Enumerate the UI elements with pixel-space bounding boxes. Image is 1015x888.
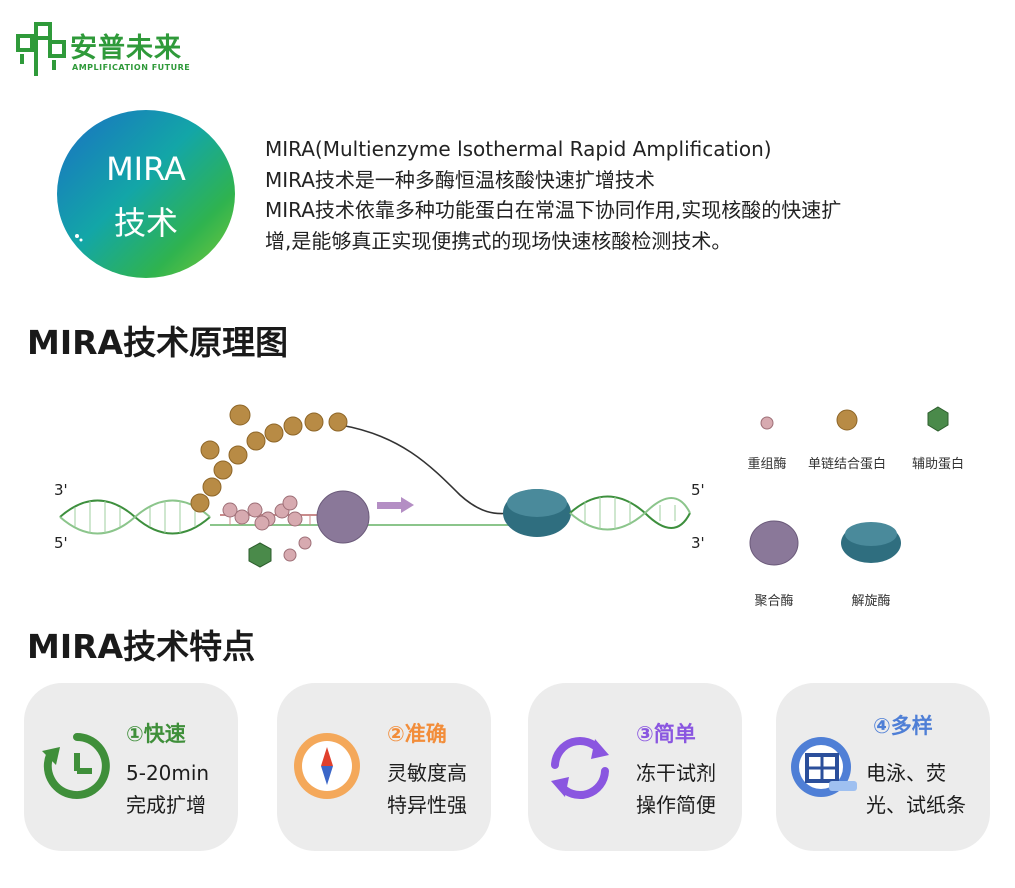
intro-line: MIRA技术依靠多种功能蛋白在常温下协同作用,实现核酸的快速扩 bbox=[265, 198, 842, 222]
feature-title-simple: ③简单 bbox=[636, 722, 696, 746]
logo-icon bbox=[16, 22, 66, 76]
feature-text-simple: 冻干试剂 操作简便 bbox=[636, 757, 716, 821]
mira-principle-diagram: 3' 5' 5' 3' bbox=[54, 404, 949, 568]
window-globe-icon bbox=[791, 737, 857, 797]
sparkle-icon bbox=[75, 234, 83, 242]
clock-icon bbox=[42, 733, 110, 799]
badge-line2: 技术 bbox=[113, 204, 178, 242]
intro-line: MIRA技术是一种多酶恒温核酸快速扩增技术 bbox=[265, 167, 655, 192]
legend-polymerase-icon bbox=[749, 520, 799, 566]
feature-text-accuracy: 灵敏度高 特异性强 bbox=[387, 757, 467, 821]
feature-card-speed bbox=[24, 683, 238, 851]
legend-accessory-icon bbox=[927, 406, 949, 432]
helicase bbox=[503, 489, 571, 537]
intro-line: MIRA(Multienzyme lsothermal Rapid Amplif… bbox=[265, 137, 772, 161]
feature-line: 灵敏度高 bbox=[387, 761, 467, 785]
legend-label-recombinase: 重组酶 bbox=[747, 457, 787, 472]
feature-line: 冻干试剂 bbox=[636, 761, 716, 785]
dna-helix-right bbox=[569, 495, 691, 531]
feature-line: 操作简便 bbox=[636, 793, 716, 817]
polymerase bbox=[316, 490, 370, 544]
feature-line: 电泳、荧 bbox=[866, 761, 946, 785]
principle-heading: MIRA技术原理图 bbox=[27, 323, 289, 362]
feature-title-accuracy: ②准确 bbox=[387, 722, 447, 746]
end-label-top-right: 5' bbox=[691, 481, 705, 499]
compass-icon bbox=[294, 733, 360, 799]
end-label-top-left: 3' bbox=[54, 481, 68, 499]
end-label-bottom-right: 3' bbox=[691, 534, 705, 552]
legend-recombinase-icon bbox=[760, 416, 774, 430]
feature-line: 5-20min bbox=[126, 761, 210, 785]
badge-line1: MIRA bbox=[106, 150, 186, 188]
recombinase-cluster bbox=[222, 495, 312, 562]
refresh-icon bbox=[551, 737, 609, 799]
feature-title-speed: ①快速 bbox=[126, 722, 186, 746]
ssb-beads bbox=[190, 404, 348, 513]
intro-line: 增,是能够真正实现便携式的现场快速核酸检测技术。 bbox=[265, 228, 732, 253]
feature-line: 完成扩增 bbox=[126, 793, 206, 817]
feature-line: 光、试纸条 bbox=[866, 793, 966, 817]
feature-title-diverse: ④多样 bbox=[873, 714, 933, 738]
intro-text: MIRA(Multienzyme lsothermal Rapid Amplif… bbox=[265, 134, 841, 256]
feature-card-simple bbox=[528, 683, 742, 851]
legend-label-helicase: 解旋酶 bbox=[851, 594, 891, 609]
features-heading: MIRA技术特点 bbox=[27, 627, 256, 666]
mira-badge bbox=[57, 110, 235, 278]
end-label-bottom-left: 5' bbox=[54, 534, 68, 552]
legend-label-polymerase: 聚合酶 bbox=[754, 594, 794, 609]
legend-label-accessory: 辅助蛋白 bbox=[911, 457, 964, 472]
feature-text-diverse: 电泳、荧 光、试纸条 bbox=[866, 757, 966, 821]
dna-helix-left bbox=[59, 499, 211, 535]
logo-text-en: AMPLIFICATION FUTURE bbox=[72, 63, 191, 72]
accessory-protein bbox=[248, 542, 272, 568]
feature-text-speed: 5-20min 完成扩增 bbox=[126, 757, 209, 821]
feature-line: 特异性强 bbox=[387, 793, 467, 817]
direction-arrow bbox=[377, 497, 414, 513]
logo-text-cn: 安普未来 bbox=[70, 33, 182, 64]
legend-label-ssb: 单链结合蛋白 bbox=[807, 457, 886, 472]
legend-helicase-icon bbox=[841, 522, 901, 563]
legend-ssb-icon bbox=[836, 409, 858, 431]
